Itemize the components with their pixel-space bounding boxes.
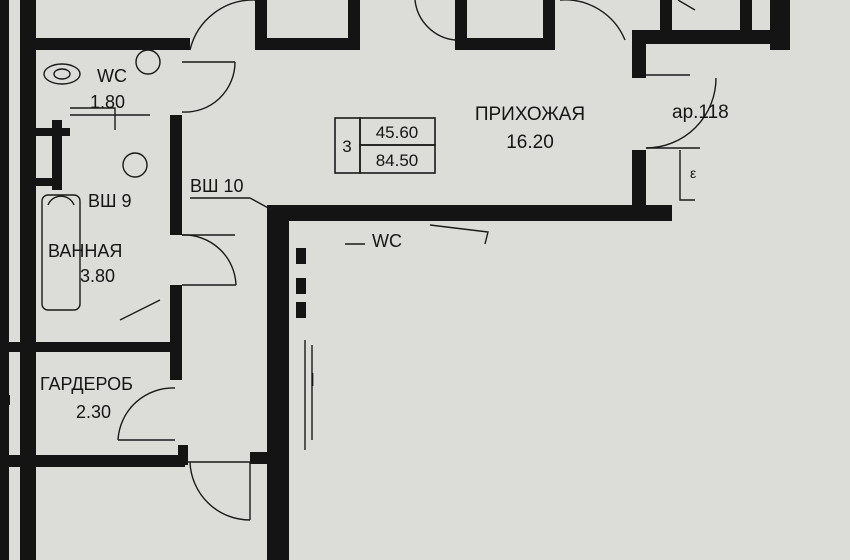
bath-area: 3.80 bbox=[80, 266, 115, 286]
hall-area: 16.20 bbox=[506, 132, 554, 153]
wc1-name: WC bbox=[97, 66, 127, 86]
shaft-10: ВШ 10 bbox=[190, 176, 244, 196]
edge-mark-left: 5 bbox=[0, 374, 8, 394]
rooms-count: 3 bbox=[342, 137, 351, 156]
total-area: 84.50 bbox=[376, 151, 419, 170]
small-mark-e: ε bbox=[690, 165, 696, 181]
wc2-name: WC bbox=[372, 231, 402, 251]
wc1-area: 1.80 bbox=[90, 92, 125, 112]
hall-name: ПРИХОЖАЯ bbox=[475, 104, 585, 125]
apartment-label: ap.118 bbox=[672, 102, 729, 123]
bath-name: ВАННАЯ bbox=[48, 241, 122, 261]
walls bbox=[0, 0, 790, 560]
door-swings bbox=[41, 0, 717, 521]
edge-mark-mid: I bbox=[310, 370, 315, 390]
shaft-9: ВШ 9 bbox=[88, 191, 132, 211]
wardrobe-area: 2.30 bbox=[76, 402, 111, 422]
room-labels: ПРИХОЖАЯ 16.20 WC 1.80 ВШ 9 ВШ 10 ВАННАЯ… bbox=[0, 66, 729, 422]
living-area: 45.60 bbox=[376, 123, 419, 142]
wardrobe-name: ГАРДЕРОБ bbox=[40, 374, 133, 394]
